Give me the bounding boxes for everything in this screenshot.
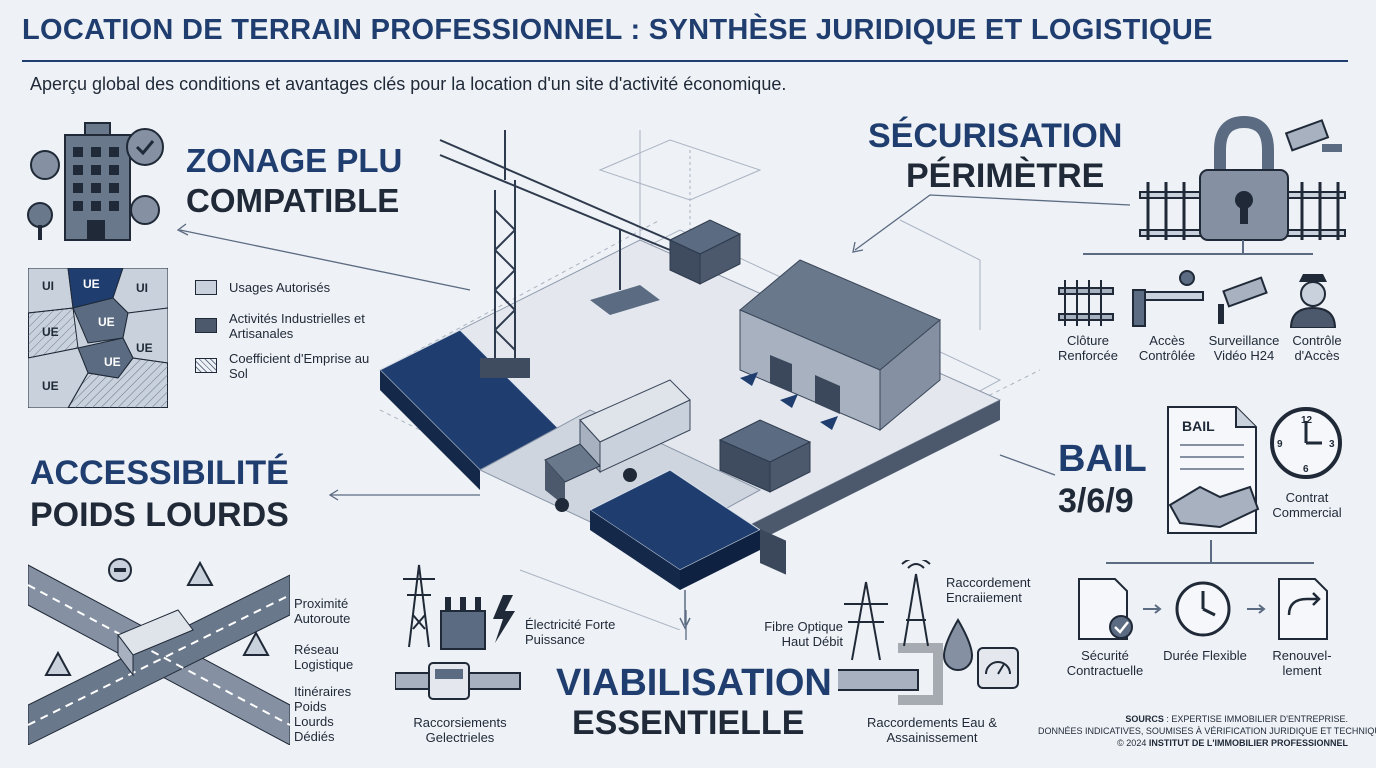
map-label: UE — [42, 325, 59, 339]
electric-pylon-substation-icon — [395, 564, 521, 700]
footer-org: INSTITUT DE L'IMMOBILIER PROFESSIONNEL — [1148, 738, 1348, 749]
map-label: UE — [83, 277, 100, 291]
legend-swatch-light — [195, 280, 217, 295]
legend-label: Usages Autorisés — [229, 280, 331, 295]
page-subtitle: Aperçu global des conditions et avantage… — [30, 74, 787, 94]
bail-icons-row — [1078, 578, 1328, 640]
title-divider — [22, 60, 1348, 62]
renewal-icon — [1278, 578, 1328, 640]
map-label: UE — [42, 379, 59, 393]
viab-title-2: ESSENTIELLE — [572, 704, 805, 742]
lease-document-handshake-icon: BAIL — [1167, 406, 1260, 534]
access-title-1: ACCESSIBILITÉ — [30, 454, 289, 492]
page-title: LOCATION DE TERRAIN PROFESSIONNEL : SYNT… — [22, 14, 1213, 46]
viab-raccord-elec: Raccorsiements Gelectrieles — [413, 715, 507, 745]
secu-branch-stem — [1242, 240, 1244, 254]
viab-raccord-enc: Raccordement Encraiiement — [946, 575, 1031, 605]
signed-contract-icon — [1078, 578, 1133, 640]
footer-text: : EXPERTISE IMMOBILIER D'ENTREPRISE. — [1166, 714, 1348, 724]
map-label: UE — [98, 315, 115, 329]
bail-title-1: BAIL — [1058, 438, 1147, 480]
secu-title-1: SÉCURISATION — [868, 117, 1123, 155]
padlock-fence-icon — [1139, 115, 1346, 241]
clock-number: 6 — [1303, 464, 1309, 475]
guard-icon — [1289, 274, 1337, 328]
zonage-title-1: ZONAGE PLU — [186, 142, 403, 179]
fence-icon — [1058, 280, 1114, 326]
barrier-gate-icon — [1132, 270, 1204, 327]
clock-number: 9 — [1277, 439, 1283, 450]
secu-branch-line — [1083, 253, 1313, 255]
legend-swatch-hatch — [195, 358, 217, 373]
footer-disclaimer: DONNÉES INDICATIVES, SOUMISES À VÉRIFICA… — [1038, 726, 1376, 737]
access-item: Réseau Logistique — [294, 642, 354, 672]
access-item: Proximité Autoroute — [294, 596, 351, 626]
bail-branch-line — [1106, 562, 1314, 564]
bail-contract-label: Contrat Commercial — [1272, 490, 1342, 520]
viab-fibre: Fibre Optique Haut Débit — [764, 619, 843, 649]
access-item: Itinéraires Poids Lourds Dédiés — [294, 684, 352, 744]
security-icons-row — [1058, 270, 1337, 328]
map-label: UI — [42, 279, 54, 293]
building-gears-icon — [27, 122, 164, 241]
access-title-2: POIDS LOURDS — [30, 496, 289, 534]
secu-item: Accès Contrôlée — [1138, 333, 1196, 363]
clock-icon: 12 3 6 9 — [1270, 407, 1342, 479]
bail-title-2: 3/6/9 — [1058, 482, 1134, 520]
secu-item: Surveillance Vidéo H24 — [1208, 333, 1280, 363]
flexible-duration-icon — [1175, 581, 1231, 637]
bail-doc-label: BAIL — [1182, 418, 1215, 434]
bail-item: Sécurité Contractuelle — [1066, 648, 1144, 678]
secu-title-2: PÉRIMÈTRE — [906, 157, 1105, 195]
legend-label: Activités Industrielles et Artisanales — [229, 311, 365, 341]
bail-item: Renouvel­lement — [1272, 648, 1332, 678]
viab-electricite: Électricité Forte Puissance — [525, 617, 616, 647]
zonage-title-2: COMPATIBLE — [186, 182, 400, 219]
viab-raccord-eau: Raccordements Eau & Assainissement — [866, 715, 998, 745]
zoning-map: UI UE UI UE UE UE UE UE — [28, 268, 168, 408]
secu-item: Clôture Renforcée — [1058, 333, 1118, 363]
clock-number: 12 — [1301, 415, 1313, 426]
map-label: UE — [104, 355, 121, 369]
secu-item: Contrôle d'Accès — [1292, 333, 1342, 363]
footer-copyright: © 2024 — [1117, 738, 1147, 749]
legend-swatch-dark — [195, 318, 217, 333]
viab-title-1: VIABILISATION — [556, 662, 832, 704]
bail-item: Durée Flexible — [1163, 648, 1247, 663]
map-label: UE — [136, 341, 153, 355]
legend-label: Coefficient d'Emprise au Sol — [229, 351, 370, 381]
cctv-camera-icon — [1218, 276, 1268, 324]
site-illustration — [378, 130, 1040, 630]
footer-sources: SOURCS : EXPERTISE IMMOBILIER D'ENTREPRI… — [1038, 713, 1376, 749]
footer-label: SOURCS — [1125, 714, 1164, 724]
fiber-water-utilities-icon — [838, 560, 1019, 705]
highway-interchange-icon — [28, 558, 290, 745]
map-label: UI — [136, 281, 148, 295]
bail-branch-stem — [1210, 540, 1212, 562]
clock-number: 3 — [1329, 439, 1335, 450]
